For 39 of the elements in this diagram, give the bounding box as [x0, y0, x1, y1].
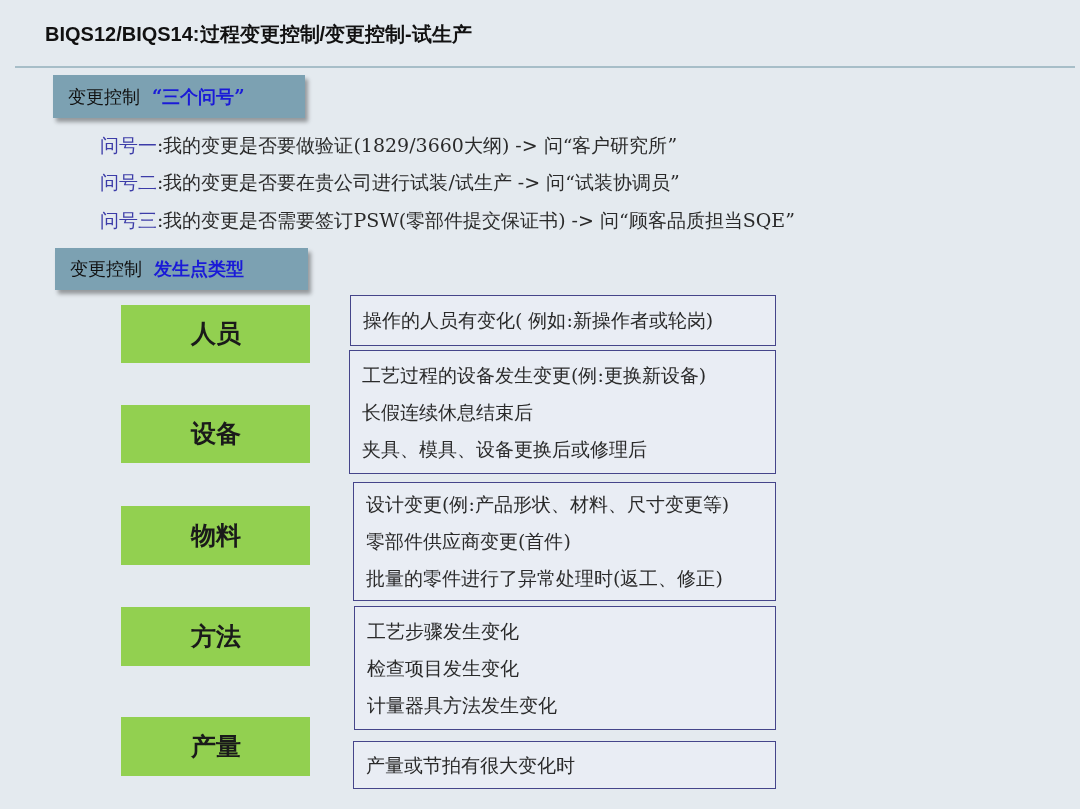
heading-text: 变更控制 [70, 258, 142, 280]
heading-band [53, 75, 305, 118]
title: BIQS12/BIQS14:过程变更控制/变更控制-试生产 [45, 22, 472, 47]
question-text: :我的变更是否要做验证(1829/3660大纲) -> 问“客户研究所” [157, 133, 678, 157]
category-label: 人员 [190, 319, 241, 349]
description-line: 夹具、模具、设备更换后或修理后 [362, 436, 647, 462]
category-box [121, 717, 310, 776]
description-line: 工艺过程的设备发生变更(例:更换新设备) [362, 362, 707, 388]
heading-band [55, 248, 308, 290]
category-label: 设备 [190, 419, 241, 449]
category-label: 物料 [190, 520, 241, 551]
question-number: 问号二 [100, 170, 157, 194]
description-box [354, 606, 776, 730]
description-box [353, 741, 776, 789]
question-number: 问号三 [100, 208, 157, 232]
description-box [349, 350, 776, 474]
category-box [121, 506, 310, 565]
description-line: 操作的人员有变化( 例如:新操作者或轮岗) [363, 308, 714, 333]
description-box [350, 295, 776, 346]
description-line: 零部件供应商变更(首件) [366, 529, 571, 554]
category-box [121, 405, 310, 463]
description-line: 产量或节拍有很大变化时 [366, 752, 575, 778]
description-line: 计量器具方法发生变化 [367, 692, 557, 718]
category-box [121, 305, 310, 363]
highlighted-heading-text: “三个问号” [152, 85, 245, 108]
heading-text: 变更控制 [68, 85, 140, 108]
description-line: 设计变更(例:产品形状、材料、尺寸变更等) [366, 492, 730, 517]
category-label: 方法 [190, 621, 241, 652]
question-text: :我的变更是否要在贵公司进行试装/试生产 -> 问“试装协调员” [157, 170, 680, 194]
description-box [353, 482, 776, 601]
category-box [121, 607, 310, 666]
description-line: 工艺步骤发生变化 [367, 618, 519, 644]
question-number: 问号一 [100, 133, 157, 157]
description-line: 检查项目发生变化 [367, 655, 519, 681]
description-line: 批量的零件进行了异常处理时(返工、修正) [366, 566, 723, 591]
description-line: 长假连续休息结束后 [362, 399, 533, 425]
question-text: :我的变更是否需要签订PSW(零部件提交保证书) -> 问“顾客品质担当SQE” [157, 208, 795, 232]
category-label: 产量 [190, 731, 241, 762]
highlighted-heading-text: 发生点类型 [154, 258, 244, 280]
